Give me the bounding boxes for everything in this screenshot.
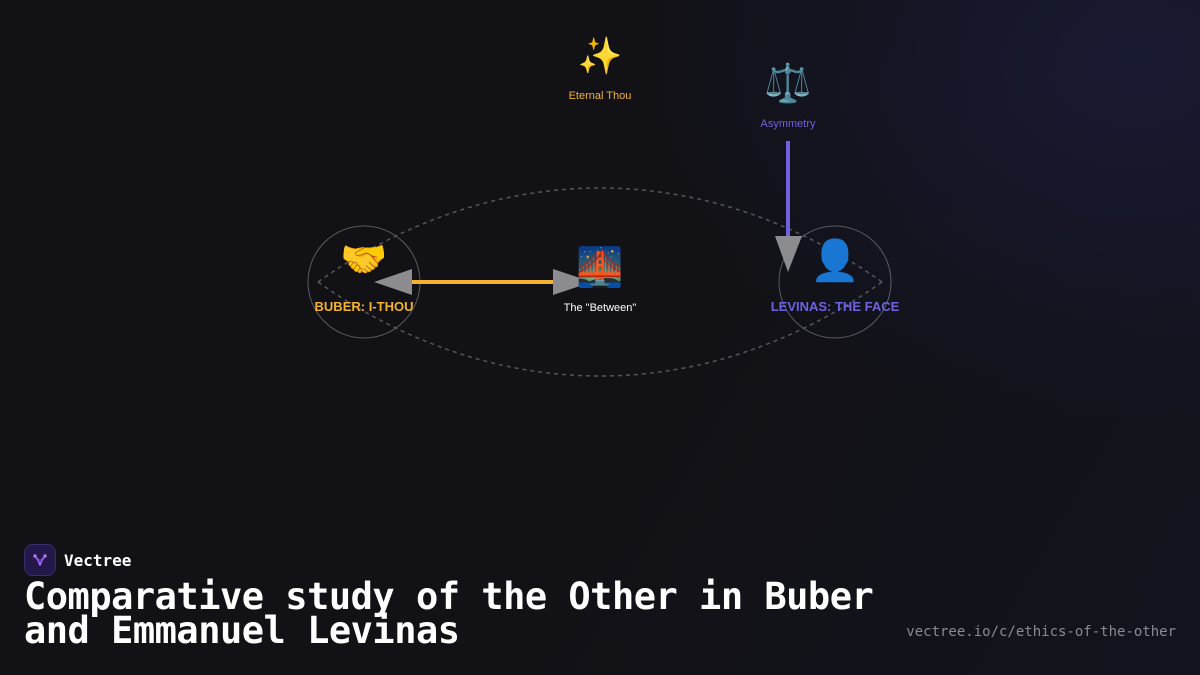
handshake-icon: 🤝 [340, 237, 387, 281]
levinas-node-label: LEVINAS: THE FACE [771, 299, 900, 314]
brand[interactable]: Vectree [24, 544, 131, 576]
between-node-label: The "Between" [564, 302, 637, 314]
balance-scale-icon: ⚖️ [764, 61, 811, 105]
arrowhead-to-levinas [775, 236, 802, 272]
arrowhead-to-buber [374, 269, 412, 295]
levinas-node-circle[interactable] [778, 225, 892, 339]
page-title: Comparative study of the Other in Buber … [24, 575, 874, 652]
person-silhouette-icon: 👤 [810, 237, 860, 284]
eternal-thou-label: Eternal Thou [569, 90, 632, 102]
sparkles-icon: ✨ [578, 36, 623, 77]
arrowhead-to-between [553, 269, 592, 295]
asymmetry-label: Asymmetry [761, 118, 817, 130]
brand-name: Vectree [64, 550, 132, 570]
buber-node-label: BUBER: I-THOU [315, 299, 414, 314]
vectree-logo-icon [24, 544, 56, 576]
bridge-at-night-icon: 🌉 [576, 245, 623, 289]
dashed-connection-lower [317, 281, 883, 377]
course-url[interactable]: vectree.io/c/ethics-of-the-other [906, 624, 1176, 640]
